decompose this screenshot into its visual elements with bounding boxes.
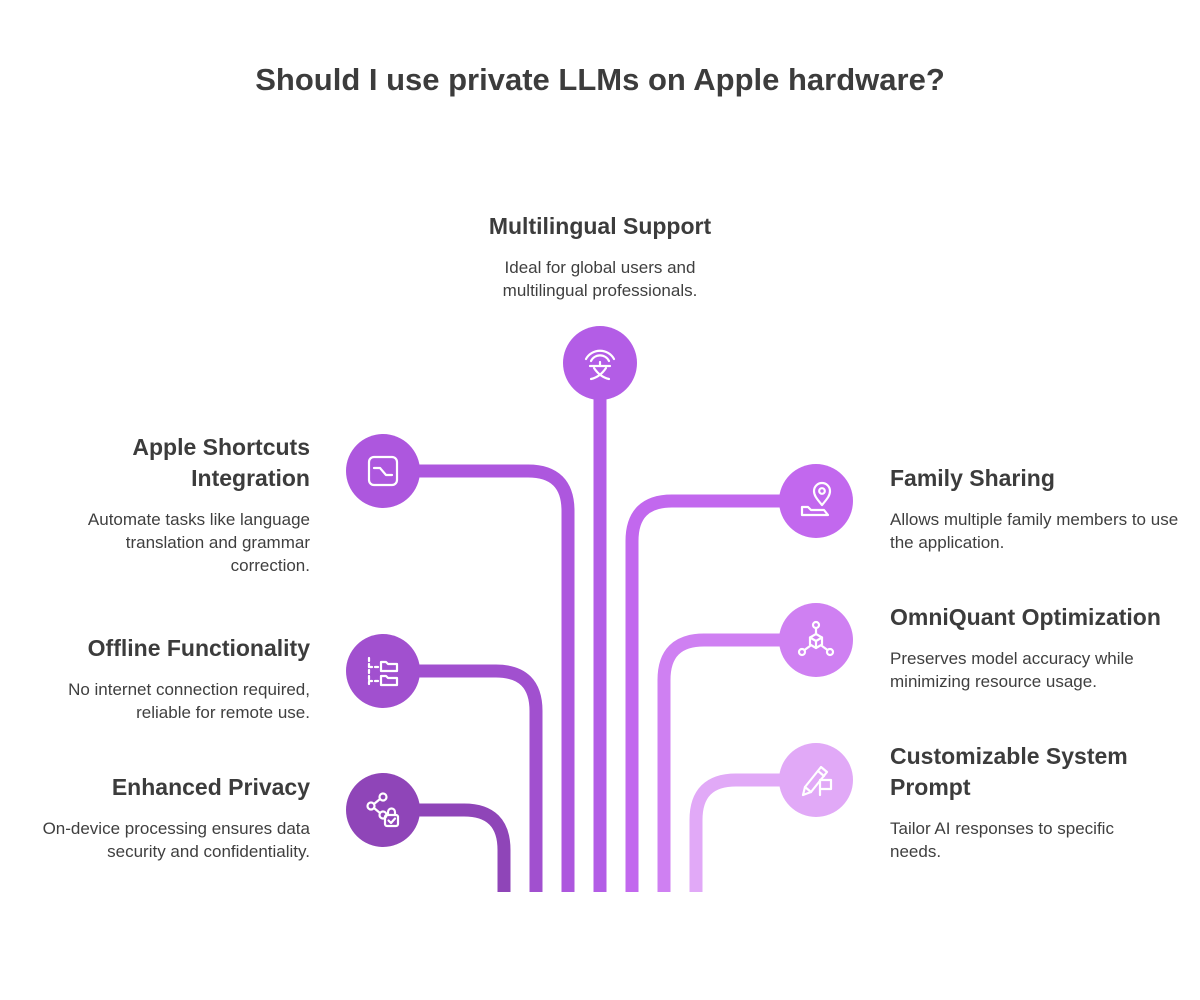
item-description: No internet connection required, reliabl… xyxy=(68,680,310,722)
translate-icon xyxy=(584,349,616,381)
connector-offline-functionality xyxy=(410,664,543,892)
item-omniquant-optimization: OmniQuant Optimization Preserves model a… xyxy=(890,602,1195,693)
folders-icon xyxy=(367,656,399,687)
item-enhanced-privacy: Enhanced Privacy On-device processing en… xyxy=(0,772,310,863)
item-description: Automate tasks like language translation… xyxy=(87,510,310,575)
network-cube-icon xyxy=(797,620,835,657)
item-heading: Multilingual Support xyxy=(488,213,712,239)
connector-family-sharing xyxy=(625,494,790,892)
item-description: Ideal for global users and multilingual … xyxy=(502,258,698,300)
node-enhanced-privacy xyxy=(346,773,420,847)
share-lock-icon xyxy=(366,792,400,828)
item-heading: OmniQuant Optimization xyxy=(890,604,1161,630)
item-heading: Offline Functionality xyxy=(87,635,310,661)
location-pin-icon xyxy=(800,481,832,517)
item-heading: Customizable System Prompt xyxy=(890,743,1128,800)
connector-apple-shortcuts-integration xyxy=(410,464,575,892)
node-omniquant-optimization xyxy=(779,603,853,677)
item-description: Allows multiple family members to use th… xyxy=(890,510,1179,552)
node-multilingual-support xyxy=(563,326,637,400)
item-heading: Enhanced Privacy xyxy=(111,774,310,800)
node-customizable-system-prompt xyxy=(779,743,853,817)
connector-customizable-system-prompt xyxy=(689,773,790,892)
connector-omniquant-optimization xyxy=(657,633,790,892)
item-apple-shortcuts-integration: Apple Shortcuts Integration Automate tas… xyxy=(20,432,310,577)
item-description: Preserves model accuracy while minimizin… xyxy=(890,649,1134,691)
page-title: Should I use private LLMs on Apple hardw… xyxy=(255,62,945,97)
item-customizable-system-prompt: Customizable System Prompt Tailor AI res… xyxy=(890,741,1195,863)
item-description: Tailor AI responses to specific needs. xyxy=(890,819,1114,861)
item-description: On-device processing ensures data securi… xyxy=(42,819,310,861)
item-offline-functionality: Offline Functionality No internet connec… xyxy=(20,633,310,724)
item-family-sharing: Family Sharing Allows multiple family me… xyxy=(890,463,1195,554)
shortcut-icon xyxy=(367,455,399,487)
connector-enhanced-privacy xyxy=(410,803,511,892)
item-heading: Apple Shortcuts Integration xyxy=(132,434,310,491)
node-family-sharing xyxy=(779,464,853,538)
item-heading: Family Sharing xyxy=(890,465,1055,491)
node-offline-functionality xyxy=(346,634,420,708)
item-multilingual-support: Multilingual Support Ideal for global us… xyxy=(440,211,760,302)
pen-flag-icon xyxy=(801,765,833,797)
node-apple-shortcuts-integration xyxy=(346,434,420,508)
